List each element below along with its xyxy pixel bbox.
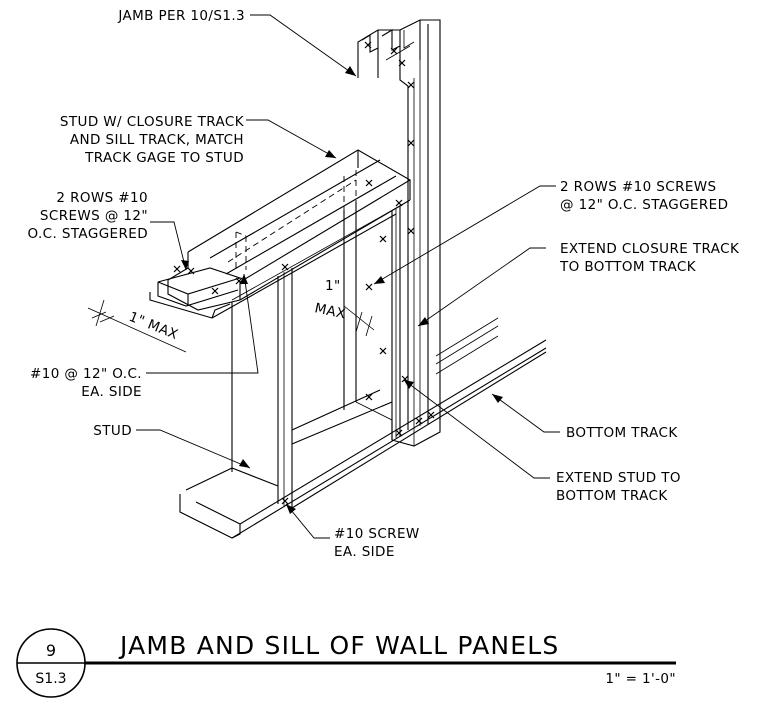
detail-scale: 1" = 1'-0" bbox=[605, 671, 676, 687]
screw-icon bbox=[379, 347, 387, 355]
screw-icon bbox=[187, 267, 195, 275]
callout-jamb: JAMB PER 10/S1.3 bbox=[117, 8, 245, 24]
dimension-1in-max-horizontal: 1" MAX bbox=[87, 299, 187, 353]
callout-rows-right-line2: @ 12" O.C. STAGGERED bbox=[560, 197, 728, 213]
callout-extend-stud-line2: BOTTOM TRACK bbox=[556, 488, 668, 504]
arrowheads bbox=[181, 66, 503, 514]
callout-stud: STUD bbox=[93, 423, 132, 439]
screw-icon bbox=[407, 227, 415, 235]
callout-stud-closure-line3: TRACK GAGE TO STUD bbox=[84, 150, 244, 166]
screw-icon bbox=[365, 283, 373, 291]
callout-rows-left-line1: 2 ROWS #10 bbox=[56, 190, 148, 206]
callout-extend-closure-line1: EXTEND CLOSURE TRACK bbox=[560, 241, 740, 257]
callout-stud-closure-line1: STUD W/ CLOSURE TRACK bbox=[60, 114, 245, 130]
detail-number: 9 bbox=[46, 641, 56, 660]
screw-icon bbox=[427, 411, 435, 419]
callout-rows-left-line3: O.C. STAGGERED bbox=[27, 226, 148, 242]
callout-extend-stud-line1: EXTEND STUD TO bbox=[556, 470, 681, 486]
screw-icon bbox=[407, 139, 415, 147]
callouts: JAMB PER 10/S1.3 STUD W/ CLOSURE TRACK A… bbox=[27, 8, 739, 560]
detail-title: JAMB AND SILL OF WALL PANELS bbox=[118, 631, 559, 660]
screw-icon bbox=[365, 393, 373, 401]
screw-icon bbox=[211, 287, 219, 295]
screw-icon bbox=[395, 429, 403, 437]
callout-bottom-track: BOTTOM TRACK bbox=[566, 425, 678, 441]
screw-icon bbox=[390, 47, 398, 55]
dimension-1in-max-vertical: 1" MAX bbox=[313, 278, 375, 337]
screw-icon bbox=[395, 199, 403, 207]
screw-icon bbox=[281, 263, 289, 271]
jamb-column bbox=[357, 19, 441, 430]
sheet-number: S1.3 bbox=[35, 671, 66, 687]
callout-screw-10-line2: EA. SIDE bbox=[334, 544, 395, 560]
screw-icon bbox=[173, 265, 181, 273]
screw-icon bbox=[415, 417, 423, 425]
title-block: 9 S1.3 JAMB AND SILL OF WALL PANELS 1" =… bbox=[16, 628, 676, 698]
callout-extend-closure-line2: TO BOTTOM TRACK bbox=[559, 259, 697, 275]
dim-1in-label: 1" bbox=[325, 278, 341, 294]
screw-icon bbox=[365, 179, 373, 187]
dim-max-label: MAX bbox=[313, 300, 347, 322]
screw-marks bbox=[173, 41, 435, 505]
callout-stud-closure-line2: AND SILL TRACK, MATCH bbox=[70, 132, 244, 148]
screw-icon bbox=[407, 81, 415, 89]
dim-1in-max-label: 1" MAX bbox=[127, 309, 181, 343]
screw-icon bbox=[364, 41, 372, 49]
stud-wall-panel bbox=[149, 149, 412, 510]
callout-screw-10-line1: #10 SCREW bbox=[334, 526, 420, 542]
screw-icon bbox=[398, 59, 406, 67]
screw-icon bbox=[281, 497, 289, 505]
bottom-track bbox=[179, 317, 547, 539]
callout-screw-each-side-line1: #10 @ 12" O.C. bbox=[30, 366, 142, 382]
callout-rows-right-line1: 2 ROWS #10 SCREWS bbox=[560, 179, 717, 195]
callout-screw-each-side-line2: EA. SIDE bbox=[81, 384, 142, 400]
callout-rows-left-line2: SCREWS @ 12" bbox=[40, 208, 148, 224]
leader-lines bbox=[136, 14, 560, 539]
screw-icon bbox=[379, 235, 387, 243]
